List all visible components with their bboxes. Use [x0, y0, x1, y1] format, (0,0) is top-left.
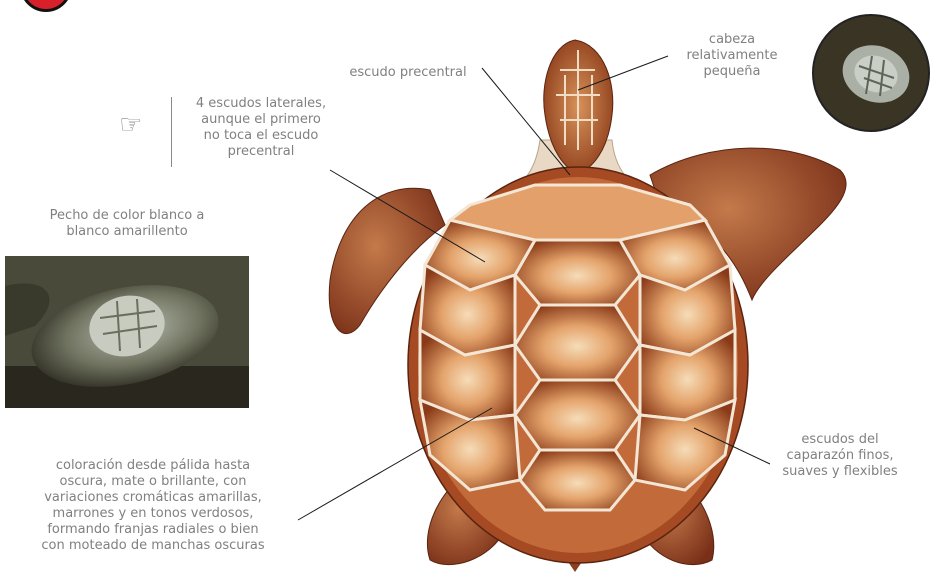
coloration-label: coloración desde pálida hasta oscura, ma…	[18, 458, 288, 554]
chest-label-line: Pecho de color blanco a	[0, 208, 254, 224]
head-label-line: pequeña	[672, 64, 792, 80]
coloration-label-line: coloración desde pálida hasta	[18, 458, 288, 474]
head-label-line: relativamente	[672, 48, 792, 64]
lateral-label-line: 4 escudos laterales,	[176, 96, 346, 112]
coloration-label-line: con moteado de manchas oscuras	[18, 538, 288, 554]
lateral-label: 4 escudos laterales, aunque el primero n…	[176, 96, 346, 160]
coloration-label-line: marrones y en tonos verdosos,	[18, 506, 288, 522]
precentral-label: escudo precentral	[318, 65, 498, 81]
chest-photo	[5, 256, 249, 408]
head-label-line: cabeza	[672, 32, 792, 48]
coloration-label-line: oscura, mate o brillante, con	[18, 474, 288, 490]
lateral-label-line: aunque el primero	[176, 112, 346, 128]
chest-label: Pecho de color blanco a blanco amarillen…	[0, 208, 254, 240]
coloration-label-line: variaciones cromáticas amarillas,	[18, 490, 288, 506]
note-divider	[171, 97, 172, 167]
shell-label-line: suaves y flexibles	[755, 464, 925, 480]
pointing-hand-icon: ☞	[119, 112, 142, 138]
head-closeup-photo	[812, 14, 930, 132]
chest-label-line: blanco amarillento	[0, 224, 254, 240]
lateral-label-line: no toca el escudo	[176, 128, 346, 144]
shell-label: escudos del caparazón finos, suaves y fl…	[755, 432, 925, 480]
shell-label-line: caparazón finos,	[755, 448, 925, 464]
head-label: cabeza relativamente pequeña	[672, 32, 792, 80]
lateral-label-line: precentral	[176, 144, 346, 160]
precentral-label-line: escudo precentral	[318, 65, 498, 81]
shell-label-line: escudos del	[755, 432, 925, 448]
coloration-label-line: formando franjas radiales o bien	[18, 522, 288, 538]
